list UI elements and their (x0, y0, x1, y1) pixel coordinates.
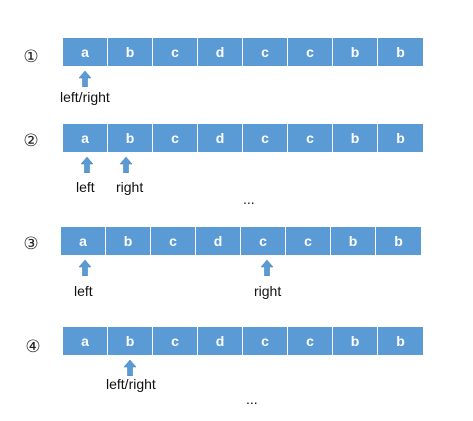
step-number-1: ① (23, 47, 39, 66)
ellipsis: ... (246, 391, 258, 407)
pointer-label-right: right (254, 283, 282, 299)
array-cell: c (153, 327, 198, 355)
array-cell: c (153, 124, 198, 152)
array-cell: b (378, 38, 423, 66)
array-cell: b (108, 124, 153, 152)
array-cell: b (378, 327, 423, 355)
array-row-4: a b c d c c b b (63, 327, 423, 355)
array-cell: c (288, 327, 333, 355)
array-cell: b (376, 227, 421, 255)
array-cell: b (108, 38, 153, 66)
array-cell: c (243, 327, 288, 355)
array-row-1: a b c d c c b b (63, 38, 423, 66)
ellipsis: ... (243, 191, 255, 207)
array-cell: a (63, 124, 108, 152)
array-cell: d (196, 227, 241, 255)
array-cell: b (378, 124, 423, 152)
step-number-2: ② (23, 131, 39, 150)
array-cell: d (198, 38, 243, 66)
array-cell: c (153, 38, 198, 66)
array-cell: c (151, 227, 196, 255)
array-cell: a (63, 327, 108, 355)
array-cell: c (286, 227, 331, 255)
step-number-4: ④ (25, 337, 41, 356)
up-arrow-icon (81, 157, 93, 173)
up-arrow-icon (79, 260, 91, 276)
array-cell: c (241, 227, 286, 255)
array-cell: a (63, 38, 108, 66)
array-cell: b (333, 38, 378, 66)
array-cell: b (106, 227, 151, 255)
array-cell: c (243, 124, 288, 152)
array-row-3: a b c d c c b b (61, 227, 421, 255)
up-arrow-icon (79, 71, 91, 87)
array-cell: d (198, 124, 243, 152)
pointer-label-left-right: left/right (60, 89, 110, 105)
array-cell: c (243, 38, 288, 66)
step-number-3: ③ (23, 234, 39, 253)
array-cell: a (61, 227, 106, 255)
array-cell: b (333, 327, 378, 355)
array-row-2: a b c d c c b b (63, 124, 423, 152)
array-cell: b (108, 327, 153, 355)
up-arrow-icon (124, 360, 136, 376)
pointer-label-left-right: left/right (106, 376, 156, 392)
up-arrow-icon (261, 260, 273, 276)
pointer-label-left: left (76, 179, 95, 195)
pointer-label-left: left (74, 283, 93, 299)
array-cell: c (288, 38, 333, 66)
array-cell: d (198, 327, 243, 355)
pointer-label-right: right (116, 179, 144, 195)
array-cell: b (331, 227, 376, 255)
array-cell: c (288, 124, 333, 152)
up-arrow-icon (120, 157, 132, 173)
array-cell: b (333, 124, 378, 152)
